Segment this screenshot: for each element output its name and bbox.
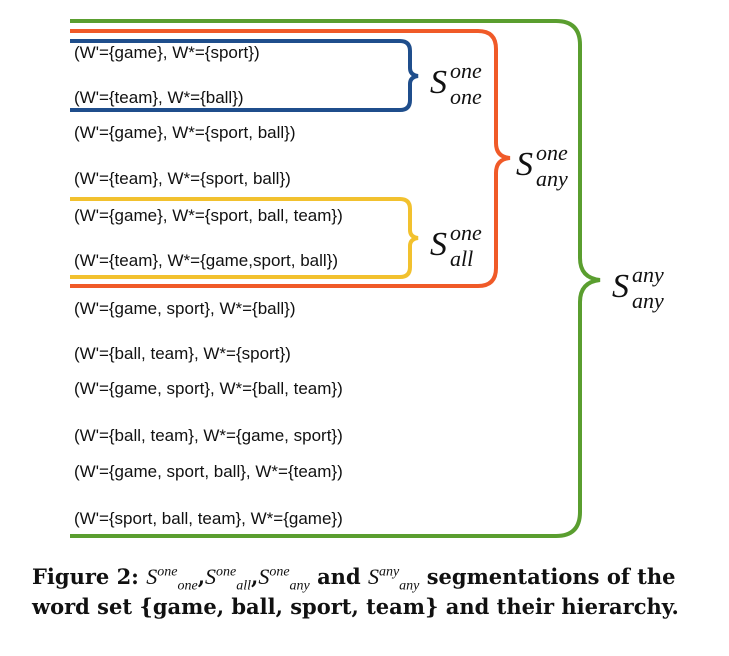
segmentation-row: (W'={game}, W*={sport, ball}): [74, 123, 296, 142]
label-s-one-any-sup: one: [536, 140, 568, 165]
segmentation-row: (W'={game}, W*={sport}): [74, 43, 260, 62]
segmentation-row: (W'={team}, W*={ball}): [74, 88, 244, 107]
caption-math-s-any-any: Sanyany: [367, 564, 420, 594]
label-s-one-any-sub: any: [536, 166, 568, 191]
segmentation-row: (W'={ball, team}, W*={game, sport}): [74, 426, 343, 445]
label-s-one-any: S one any: [516, 142, 568, 190]
figure-caption: Figure 2: Soneone,Soneall,Soneany and Sa…: [32, 562, 712, 622]
label-s-one-all-sub: all: [450, 246, 474, 271]
label-s-one-one-sup: one: [450, 58, 482, 83]
blue-brace: [399, 39, 419, 112]
caption-math-s-one-all: Soneall: [205, 564, 252, 594]
caption-text: segmentations of the word set {game, bal…: [32, 564, 679, 619]
yellow-brace: [399, 197, 419, 279]
caption-comma: ,: [251, 564, 259, 589]
label-s-any-any: S any any: [612, 264, 664, 312]
label-s-any-any-sub: any: [632, 288, 664, 313]
caption-math-s-one-any: Soneany: [258, 564, 310, 594]
label-s-one-one-sub: one: [450, 84, 482, 109]
segmentation-row: (W'={ball, team}, W*={sport}): [74, 344, 291, 363]
label-s-one-all-symbol: S: [430, 226, 447, 263]
segmentation-row: (W'={game}, W*={sport, ball, team}): [74, 206, 343, 225]
label-s-one-all-sup: one: [450, 220, 482, 245]
segmentation-row: (W'={team}, W*={game,sport, ball}): [74, 251, 339, 270]
caption-math-s-one-one: Soneone: [146, 564, 198, 594]
segmentation-row: (W'={game, sport, ball}, W*={team}): [74, 462, 343, 481]
label-s-one-all: S one all: [430, 222, 482, 270]
caption-and: and: [317, 564, 361, 589]
label-s-any-any-sup: any: [632, 262, 664, 287]
label-s-one-one: S one one: [430, 60, 482, 108]
segmentation-row: (W'={game, sport}, W*={ball}): [74, 299, 296, 318]
caption-lead: Figure 2:: [32, 564, 139, 589]
caption-comma: ,: [197, 564, 206, 589]
segmentation-row: (W'={team}, W*={sport, ball}): [74, 169, 291, 188]
label-s-one-any-symbol: S: [516, 146, 533, 183]
label-s-any-any-symbol: S: [612, 268, 629, 305]
segmentation-row: (W'={sport, ball, team}, W*={game}): [74, 509, 343, 528]
segmentation-row: (W'={game, sport}, W*={ball, team}): [74, 379, 343, 398]
orange-brace: [477, 29, 511, 288]
green-brace: [555, 19, 601, 538]
label-s-one-one-symbol: S: [430, 64, 447, 101]
